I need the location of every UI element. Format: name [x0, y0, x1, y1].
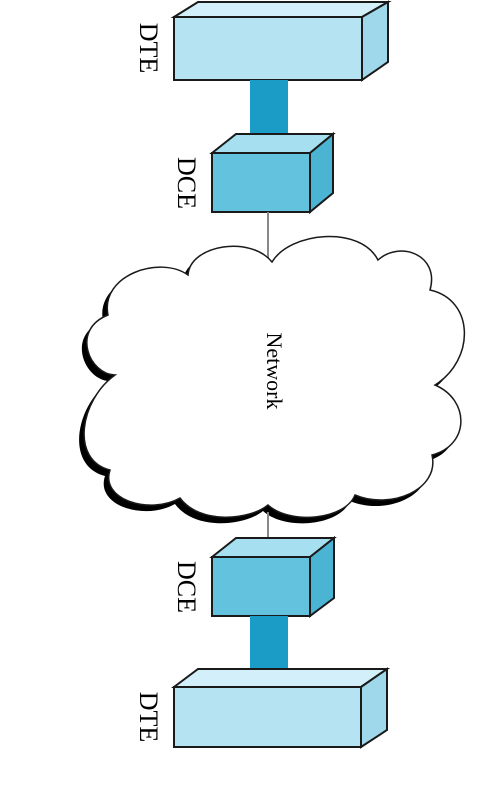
bottom-dte-top-face: [171, 668, 391, 688]
network-label: Network: [262, 333, 287, 410]
top-dce-label: DCE: [172, 157, 201, 209]
top-dte-front-face: [173, 16, 363, 81]
top-dte-label: DTE: [134, 23, 163, 74]
top-dte-dce-cable: [250, 80, 288, 135]
bottom-dte-label: DTE: [134, 692, 163, 743]
top-dte-top-face: [170, 0, 392, 18]
network-cloud: [79, 235, 466, 524]
bottom-dce-device: [209, 535, 337, 618]
top-dte-device: [170, 0, 392, 82]
network-cloud-body: [83, 235, 466, 518]
bottom-dce-dte-cable: [250, 616, 288, 670]
top-dte-side-face: [361, 0, 389, 82]
top-dce-device: [209, 131, 336, 215]
bottom-dte-device: [171, 667, 391, 749]
bottom-dce-label: DCE: [172, 561, 201, 613]
bottom-dte-front-face: [173, 686, 362, 748]
bottom-dce-front-face: [211, 556, 311, 617]
top-dce-front-face: [211, 152, 311, 213]
